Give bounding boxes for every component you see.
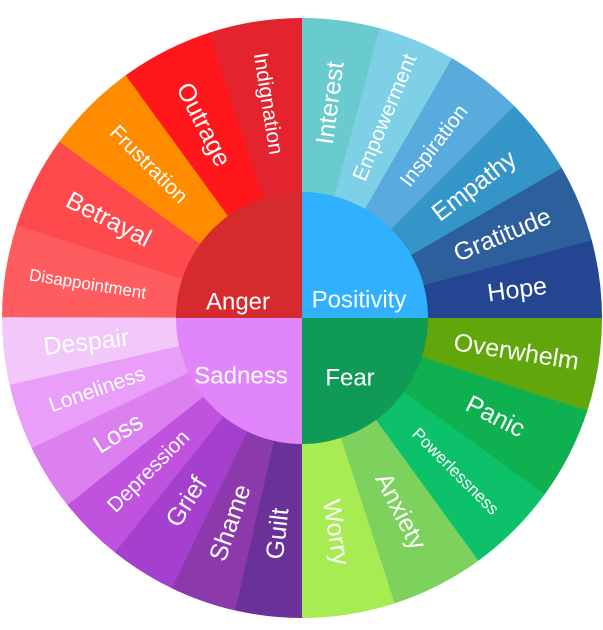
segment-indignation <box>209 18 303 201</box>
group-label-sadness: Sadness <box>194 363 287 390</box>
core-anger <box>176 192 302 318</box>
group-label-anger: Anger <box>206 289 270 316</box>
segment-shame <box>171 429 275 611</box>
segment-depression <box>66 395 225 553</box>
segment-frustration <box>59 74 230 246</box>
segment-panic <box>402 356 588 495</box>
segment-empathy <box>389 105 563 257</box>
segment-powerlessness <box>374 390 545 562</box>
segment-outrage <box>125 32 264 218</box>
group-label-fear: Fear <box>325 365 374 392</box>
core-fear <box>302 318 428 444</box>
segment-betrayal <box>16 141 202 280</box>
segment-inspiration <box>364 58 515 231</box>
segment-overwhelm <box>419 318 602 412</box>
segment-interest <box>302 18 381 199</box>
segment-gratitude <box>409 168 592 287</box>
outer-ring <box>1 18 602 618</box>
segment-hope <box>421 240 602 319</box>
segment-worry <box>301 435 395 618</box>
group-label-positivity: Positivity <box>312 287 407 314</box>
segment-grief <box>114 414 249 589</box>
segment-anxiety <box>340 418 479 604</box>
segment-empowerment <box>334 28 453 211</box>
segment-loss <box>31 371 206 506</box>
segment-guilt <box>234 438 302 618</box>
segment-despair <box>1 317 182 385</box>
core-positivity <box>302 192 428 318</box>
segment-loneliness <box>9 345 191 449</box>
label-guilt: Guilt <box>261 506 295 560</box>
inner-ring <box>176 192 428 444</box>
segment-disappointment <box>2 224 185 318</box>
core-sadness <box>176 318 302 444</box>
